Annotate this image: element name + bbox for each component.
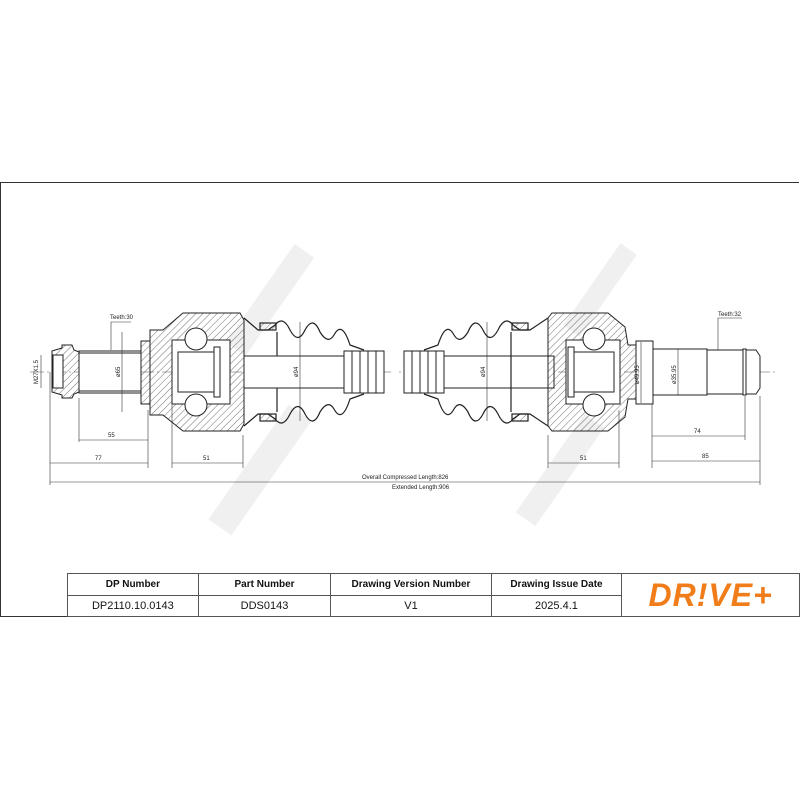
header-drawing-version: Drawing Version Number [330, 573, 492, 596]
drawing-version-value: V1 [330, 595, 492, 617]
dim-51-right-label: 51 [580, 456, 587, 462]
dim-74-label: 74 [694, 429, 701, 435]
left-cv-joint [149, 312, 245, 432]
diameter-94-right-label: ø94 [481, 366, 487, 377]
brand-logo-cell: DR!VE+ [621, 573, 800, 617]
intermediate-shaft [243, 350, 555, 394]
dimension-lines [40, 317, 761, 485]
header-part-number: Part Number [197, 573, 332, 596]
watermark [208, 243, 637, 536]
issue-date-value: 2025.4.1 [490, 595, 623, 617]
dim-77-label: 77 [95, 456, 102, 462]
drawing-frame [0, 182, 799, 617]
dim-55-label: 55 [108, 433, 115, 439]
dp-number-value: DP2110.10.0143 [67, 595, 199, 617]
part-number-value: DDS0143 [197, 595, 332, 617]
overall-compressed-length: Overall Compressed Length:826 [362, 475, 449, 481]
left-stub-shaft [51, 340, 151, 405]
thread-label: M27X1.5 [34, 359, 40, 384]
teeth-right-label: Teeth:32 [718, 312, 742, 318]
dim-85-label: 85 [702, 454, 709, 460]
dim-51-left-label: 51 [203, 456, 210, 462]
right-boot [423, 317, 549, 427]
diameter-94-left-label: ø94 [294, 366, 300, 377]
right-cv-joint [547, 312, 637, 432]
brand-logo: DR!VE+ [648, 576, 773, 613]
diameter-3595-label: ø35.95 [672, 365, 678, 384]
header-issue-date: Drawing Issue Date [490, 573, 623, 596]
extended-length: Extended Length:906 [392, 485, 450, 491]
diameter-4995-label: ø49.95 [635, 365, 641, 384]
diameter-65-label: ø65 [116, 366, 122, 377]
header-dp-number: DP Number [67, 573, 199, 596]
teeth-left-label: Teeth:30 [110, 315, 134, 321]
right-stub-shaft [635, 340, 761, 405]
title-block: DP Number Part Number Drawing Version Nu… [67, 573, 800, 617]
